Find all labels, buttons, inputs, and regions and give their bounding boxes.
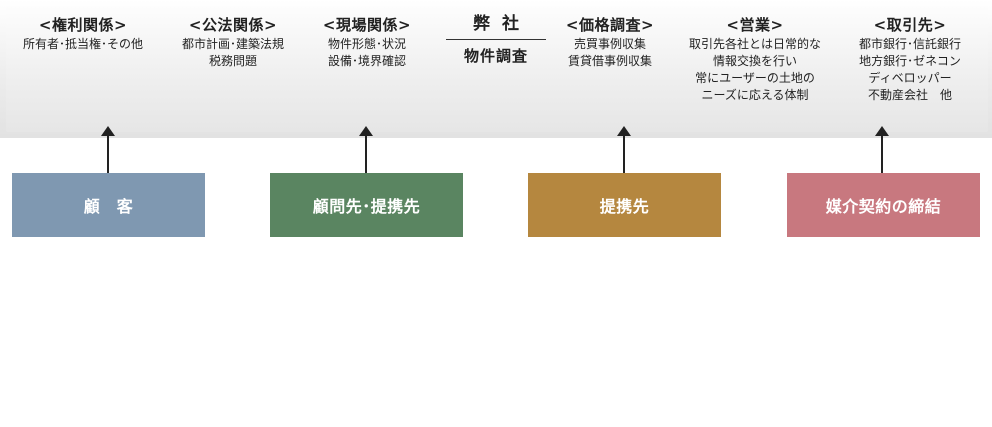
column-line: 物件形態･状況: [327, 37, 406, 51]
column-line: 情報交換を行い: [712, 54, 797, 68]
column-line: 常にユーザーの土地の: [695, 71, 815, 85]
box-partners: 提携先: [528, 173, 721, 237]
column-heading: <営業>: [726, 16, 784, 34]
company-center: 弊社 物件調査: [446, 10, 546, 67]
column-price: <価格調査> 売買事例収集 賃貸借事例収集: [552, 14, 668, 70]
column-line: 取引先各社とは日常的な: [688, 37, 821, 51]
box-advisors-partners: 顧問先･提携先: [270, 173, 463, 237]
box-customer: 顧 客: [12, 173, 205, 237]
column-line: 税務問題: [208, 54, 257, 68]
column-line: ニーズに応える体制: [701, 88, 809, 102]
column-line: 地方銀行･ゼネコン: [859, 54, 961, 68]
column-sales: <営業> 取引先各社とは日常的な 情報交換を行い 常にユーザーの土地の ニーズに…: [680, 14, 830, 104]
column-line: 賃貸借事例収集: [567, 54, 652, 68]
column-heading: <取引先>: [873, 16, 947, 34]
info-panel: [0, 0, 992, 138]
column-line: 都市銀行･信託銀行: [858, 37, 961, 51]
column-heading: <現場関係>: [322, 16, 412, 34]
center-divider: [446, 39, 546, 40]
column-heading: <公法関係>: [188, 16, 278, 34]
column-line: ディベロッパー: [868, 71, 952, 85]
column-rights: <権利関係> 所有者･抵当権･その他: [6, 14, 160, 53]
box-brokerage-contract: 媒介契約の締結: [787, 173, 980, 237]
column-site: <現場関係> 物件形態･状況 設備･境界確認: [312, 14, 422, 70]
column-clients: <取引先> 都市銀行･信託銀行 地方銀行･ゼネコン ディベロッパー 不動産会社 …: [842, 14, 978, 104]
column-public-law: <公法関係> 都市計画･建築法規 税務問題: [158, 14, 308, 70]
column-line: 設備･境界確認: [327, 54, 406, 68]
column-line: 不動産会社 他: [867, 88, 952, 102]
column-heading: <価格調査>: [565, 16, 655, 34]
column-line: 所有者･抵当権･その他: [22, 37, 143, 51]
company-subtitle: 物件調査: [463, 47, 528, 65]
column-heading: <権利関係>: [38, 16, 128, 34]
column-line: 売買事例収集: [573, 37, 646, 51]
column-line: 都市計画･建築法規: [181, 37, 284, 51]
info-panel-inner: [6, 6, 988, 132]
company-name: 弊社: [473, 14, 531, 34]
